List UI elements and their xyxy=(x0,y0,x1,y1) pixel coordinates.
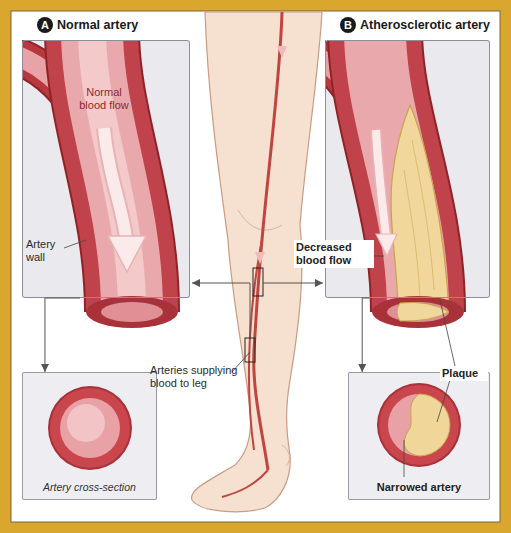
leg-artery xyxy=(222,470,268,497)
leader-line xyxy=(437,380,450,422)
diseased-artery xyxy=(325,40,449,312)
cross-section-wall xyxy=(377,383,461,467)
ankle-contour xyxy=(282,445,289,466)
flow-arrow xyxy=(104,128,126,238)
segment-marker xyxy=(245,338,255,362)
box-footer: Artery cross-section xyxy=(23,481,156,493)
cross-section-wall xyxy=(50,388,130,468)
box-caption: Artery cross-section xyxy=(23,481,156,493)
callout-label: Decreased blood flow xyxy=(294,240,374,268)
flow-arrow-head xyxy=(108,236,146,272)
artery-end xyxy=(86,296,178,328)
cross-section-box: Artery cross-section xyxy=(22,372,157,500)
segment-marker xyxy=(253,268,263,296)
cross-section-wall xyxy=(379,385,459,465)
flow-arrow-head xyxy=(376,234,397,256)
panel-letter: A xyxy=(37,17,53,33)
lumen-highlight xyxy=(67,404,105,442)
panel-title: Normal artery xyxy=(57,18,138,32)
flow-arrow xyxy=(376,130,386,236)
knee-contour xyxy=(238,210,282,230)
leader-arrow xyxy=(45,298,80,372)
callout-label: Arteries supplying blood to leg xyxy=(150,364,246,390)
cross-section-lumen xyxy=(60,398,120,458)
panel-letter: B xyxy=(340,17,356,33)
leader-line xyxy=(404,440,405,477)
plaque-deposit xyxy=(391,105,449,312)
frame-inner xyxy=(11,11,500,522)
normal-artery xyxy=(22,40,132,312)
artery-end xyxy=(372,296,464,328)
panel-header: B Atherosclerotic artery xyxy=(340,17,490,33)
part-label: Artery wall xyxy=(26,238,70,264)
leader-line xyxy=(64,240,86,248)
flow-arrow-head xyxy=(277,46,287,58)
box-footer: Narrowed artery xyxy=(349,481,489,493)
callout-label: Plaque xyxy=(440,366,488,381)
artery-panel: ANormal artery xyxy=(22,40,190,298)
connector-group xyxy=(45,298,370,372)
cross-section-wall xyxy=(48,386,132,470)
leader-arrow xyxy=(192,283,250,338)
box-caption: Narrowed artery xyxy=(349,481,489,493)
panel-title: Atherosclerotic artery xyxy=(360,18,490,32)
flow-arrow-edge xyxy=(376,130,386,236)
leg-artery xyxy=(254,12,282,470)
flow-arrow-edge xyxy=(104,128,126,238)
artery-end-lumen xyxy=(387,302,449,322)
flow-arrow-head xyxy=(255,252,265,264)
plaque-texture xyxy=(404,140,434,300)
panel-header: A Normal artery xyxy=(37,17,138,33)
cross-section-lumen xyxy=(388,394,450,456)
inset-fill xyxy=(348,372,490,500)
leader-line xyxy=(440,300,455,366)
cross-section-box: Narrowed artery xyxy=(348,372,490,500)
leader-arrow xyxy=(263,283,323,284)
leader-arrow xyxy=(362,298,369,372)
flow-label: Normal blood flow xyxy=(78,86,130,112)
artery-end-lumen xyxy=(101,302,163,322)
inset-fill xyxy=(22,372,157,500)
